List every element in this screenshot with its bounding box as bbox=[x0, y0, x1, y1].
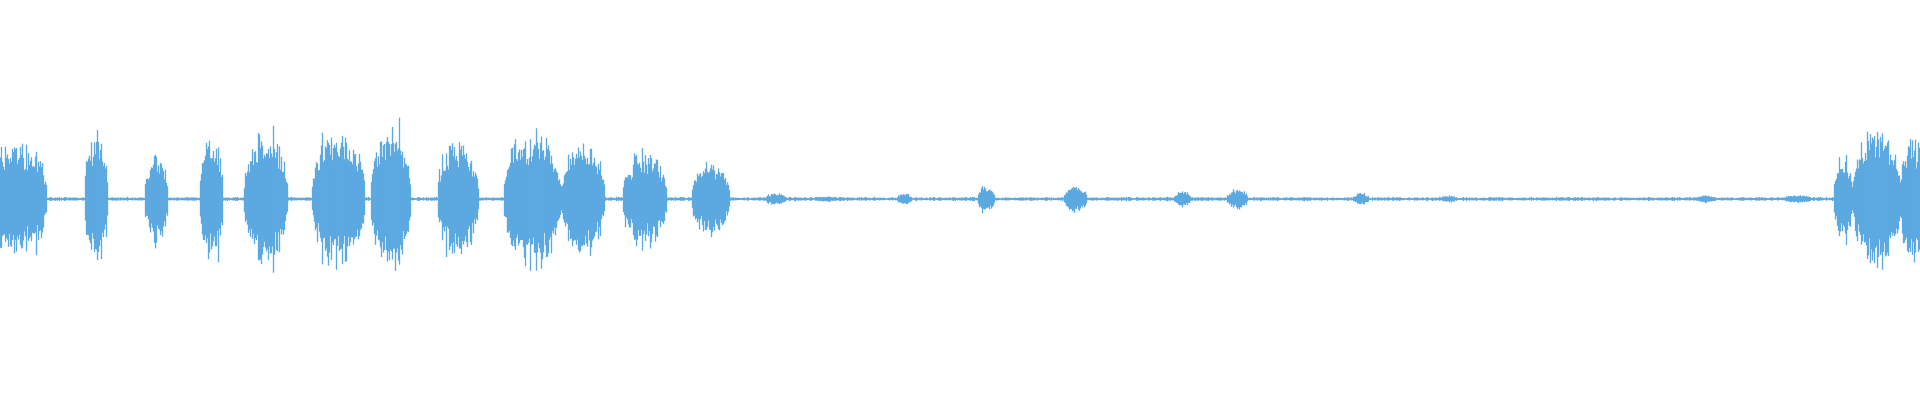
waveform-body bbox=[0, 117, 1920, 273]
